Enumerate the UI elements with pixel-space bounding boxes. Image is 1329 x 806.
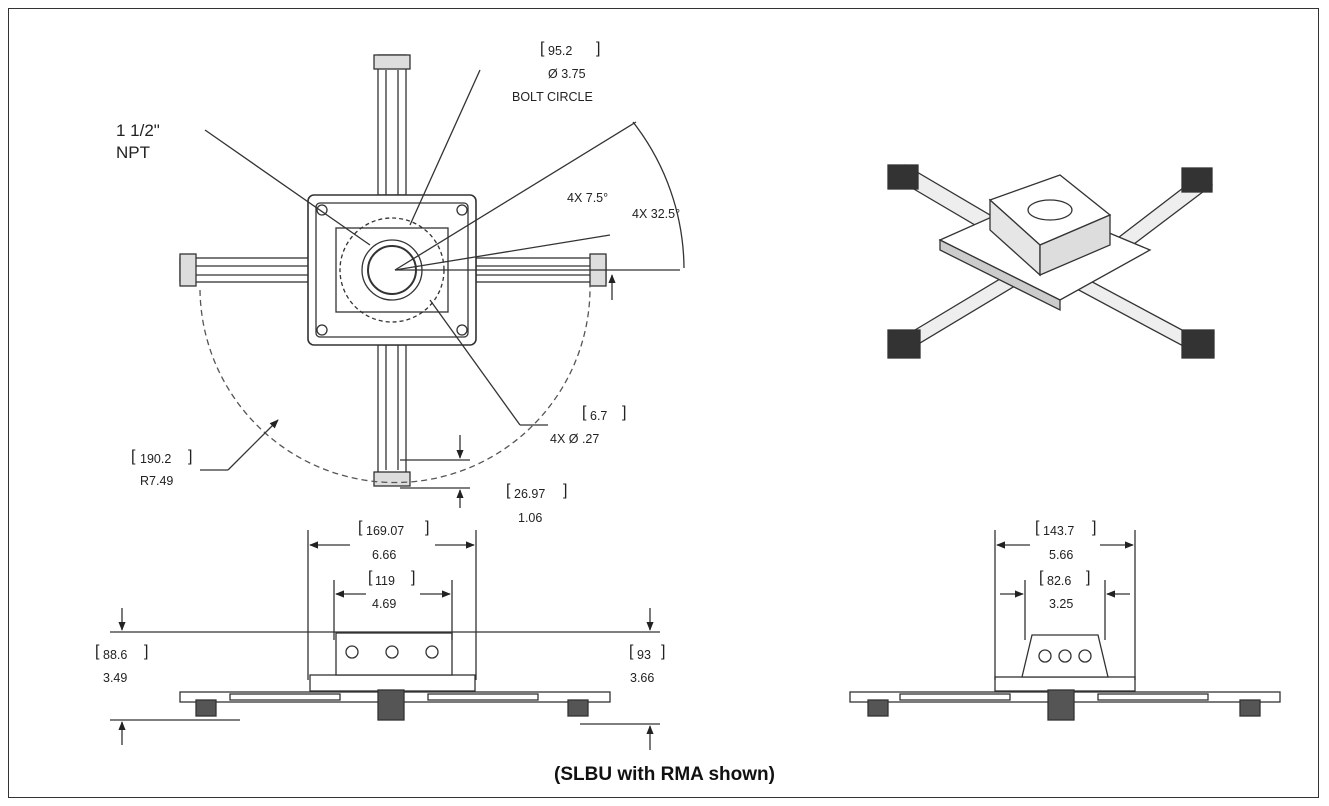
bracket: [ — [506, 482, 511, 499]
radius-mm: 190.2 — [140, 452, 172, 466]
bracket: [ — [1039, 569, 1044, 586]
front-height-right-in: 3.66 — [630, 671, 655, 685]
side-outer-mm: 143.7 — [1043, 524, 1075, 538]
bracket: [ — [131, 448, 136, 465]
offset-in: 1.06 — [518, 511, 543, 525]
side-outer-in: 5.66 — [1049, 548, 1074, 562]
npt-label: 1 1/2" — [116, 121, 160, 140]
bracket: ] — [188, 448, 193, 465]
front-inner-in: 4.69 — [372, 597, 397, 611]
radius-in: R7.49 — [140, 474, 174, 488]
radius-arc — [199, 284, 591, 484]
bracket: [ — [1035, 519, 1040, 536]
bracket: [ — [582, 404, 587, 421]
bracket: [ — [95, 643, 100, 660]
bracket: ] — [661, 643, 666, 660]
front-outer-in: 6.66 — [372, 548, 397, 562]
front-inner-mm: 119 — [375, 574, 395, 588]
bracket: ] — [1092, 519, 1097, 536]
bracket: ] — [411, 569, 416, 586]
bracket: ] — [1086, 569, 1091, 586]
bracket: ] — [596, 40, 601, 57]
bracket: ] — [144, 643, 149, 660]
npt-label-2: NPT — [116, 143, 150, 162]
front-view-mount — [179, 632, 611, 721]
top-view-mount — [179, 54, 607, 487]
bracket: [ — [368, 569, 373, 586]
drawing-frame — [8, 8, 1319, 798]
front-height-left-in: 3.49 — [103, 671, 128, 685]
bolt-circle-mm: 95.2 — [548, 44, 573, 58]
side-inner-in: 3.25 — [1049, 597, 1074, 611]
angle-small-label: 4X 7.5° — [567, 191, 609, 205]
angle-arc — [632, 121, 685, 269]
bolt-circle-text: BOLT CIRCLE — [512, 90, 593, 104]
isometric-mount — [887, 164, 1215, 359]
angle-large-label: 4X 32.5° — [632, 207, 681, 221]
bracket: [ — [540, 40, 545, 57]
bracket: [ — [629, 643, 634, 660]
side-view-mount — [849, 634, 1281, 721]
bracket: ] — [425, 519, 430, 536]
front-outer-mm: 169.07 — [366, 524, 405, 538]
bracket: ] — [622, 404, 627, 421]
bolt-circle-in: Ø 3.75 — [548, 67, 586, 81]
figure-caption: (SLBU with RMA shown) — [554, 764, 775, 785]
front-height-right-mm: 93 — [637, 648, 651, 662]
offset-mm: 26.97 — [514, 487, 546, 501]
bracket: ] — [563, 482, 568, 499]
hole-mm: 6.7 — [590, 409, 608, 423]
bracket: [ — [358, 519, 363, 536]
front-height-left-mm: 88.6 — [103, 648, 128, 662]
side-inner-mm: 82.6 — [1047, 574, 1072, 588]
hole-in: 4X Ø .27 — [550, 432, 600, 446]
